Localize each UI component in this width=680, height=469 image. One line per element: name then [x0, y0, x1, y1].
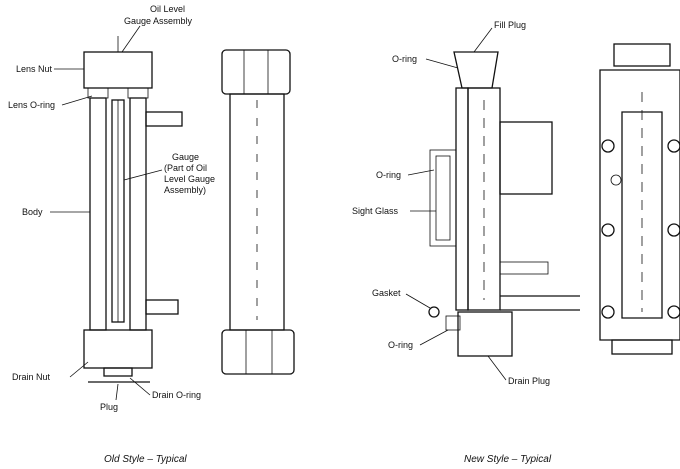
label-plug: Plug	[100, 402, 118, 412]
label-gauge-assembly: Gauge Assembly	[124, 16, 193, 26]
label-gauge-2: (Part of Oil	[164, 163, 207, 173]
label-gasket: Gasket	[372, 288, 401, 298]
label-lens-o-ring: Lens O-ring	[8, 100, 55, 110]
label-fill-plug: Fill Plug	[494, 20, 526, 30]
label-o-ring-bottom: O-ring	[388, 340, 413, 350]
label-gauge-4: Assembly)	[164, 185, 206, 195]
new-style-exterior-view	[599, 43, 680, 355]
old-style-section-view	[83, 36, 183, 383]
label-oil-level: Oil Level	[150, 4, 185, 14]
new-style-caption: New Style – Typical	[464, 454, 552, 465]
label-gauge-3: Level Gauge	[164, 174, 215, 184]
label-drain-plug: Drain Plug	[508, 376, 550, 386]
label-gauge-1: Gauge	[172, 152, 199, 162]
label-drain-o-ring: Drain O-ring	[152, 390, 201, 400]
old-style-labels: Oil Level Gauge Assembly Lens Nut Lens O…	[8, 4, 215, 465]
label-o-ring-mid: O-ring	[376, 170, 401, 180]
label-body: Body	[22, 207, 43, 217]
label-sight-glass: Sight Glass	[352, 206, 399, 216]
new-style-labels: Fill Plug O-ring O-ring Sight Glass Gask…	[352, 20, 552, 465]
old-style-exterior-view	[221, 49, 295, 375]
new-style-section-view	[428, 51, 580, 357]
label-lens-nut: Lens Nut	[16, 64, 53, 74]
label-drain-nut: Drain Nut	[12, 372, 51, 382]
old-style-caption: Old Style – Typical	[104, 454, 187, 465]
label-o-ring-top: O-ring	[392, 54, 417, 64]
